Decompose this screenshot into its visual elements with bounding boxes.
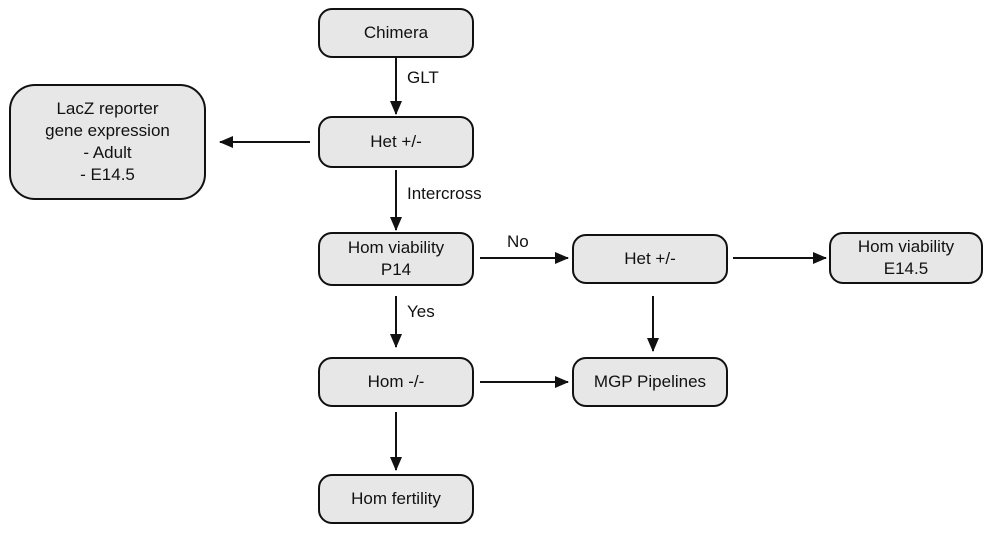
node-hom-minus-line: Hom -/- <box>367 372 425 391</box>
node-mgp-pipelines-text: MGP Pipelines <box>594 371 706 393</box>
node-hom-viability-e145-text: Hom viability E14.5 <box>858 236 954 280</box>
node-lacz-line: gene expression <box>45 121 170 140</box>
node-het-top: Het +/- <box>318 116 474 168</box>
node-het-right-text: Het +/- <box>624 248 676 270</box>
node-hom-fertility-line: Hom fertility <box>351 489 441 508</box>
node-lacz-line: LacZ reporter <box>56 99 159 118</box>
node-hom-fertility: Hom fertility <box>318 474 474 524</box>
node-het-top-text: Het +/- <box>370 131 422 153</box>
node-lacz-reporter: LacZ reporter gene expression - Adult - … <box>9 84 206 200</box>
node-hom-viability-p14-line: P14 <box>380 260 412 279</box>
node-het-right: Het +/- <box>572 234 728 284</box>
edge-label-glt: GLT <box>407 68 439 87</box>
edge-label-intercross: Intercross <box>407 184 482 203</box>
node-chimera-line: Chimera <box>363 23 429 42</box>
node-het-right-line: Het +/- <box>624 249 676 268</box>
node-lacz-line: - Adult <box>83 143 132 162</box>
node-mgp-pipelines-line: MGP Pipelines <box>593 372 707 391</box>
node-lacz-line: - E14.5 <box>80 165 135 184</box>
node-hom-viability-p14: Hom viability P14 <box>318 232 474 286</box>
node-chimera-text: Chimera <box>364 22 428 44</box>
node-het-top-line: Het +/- <box>370 132 422 151</box>
node-hom-viability-e145-line: Hom viability <box>857 237 955 256</box>
node-hom-minus-text: Hom -/- <box>368 371 425 393</box>
edge-label-no: No <box>507 232 529 251</box>
node-hom-viability-e145-line: E14.5 <box>883 259 929 278</box>
node-hom-viability-p14-line: Hom viability <box>347 238 445 257</box>
node-mgp-pipelines: MGP Pipelines <box>572 357 728 407</box>
edge-label-yes: Yes <box>407 302 435 321</box>
node-lacz-reporter-text: LacZ reporter gene expression - Adult - … <box>45 98 170 186</box>
node-hom-fertility-text: Hom fertility <box>351 488 441 510</box>
node-hom-minus: Hom -/- <box>318 357 474 407</box>
node-chimera: Chimera <box>318 8 474 58</box>
node-hom-viability-p14-text: Hom viability P14 <box>348 237 444 281</box>
node-hom-viability-e145: Hom viability E14.5 <box>829 232 983 284</box>
